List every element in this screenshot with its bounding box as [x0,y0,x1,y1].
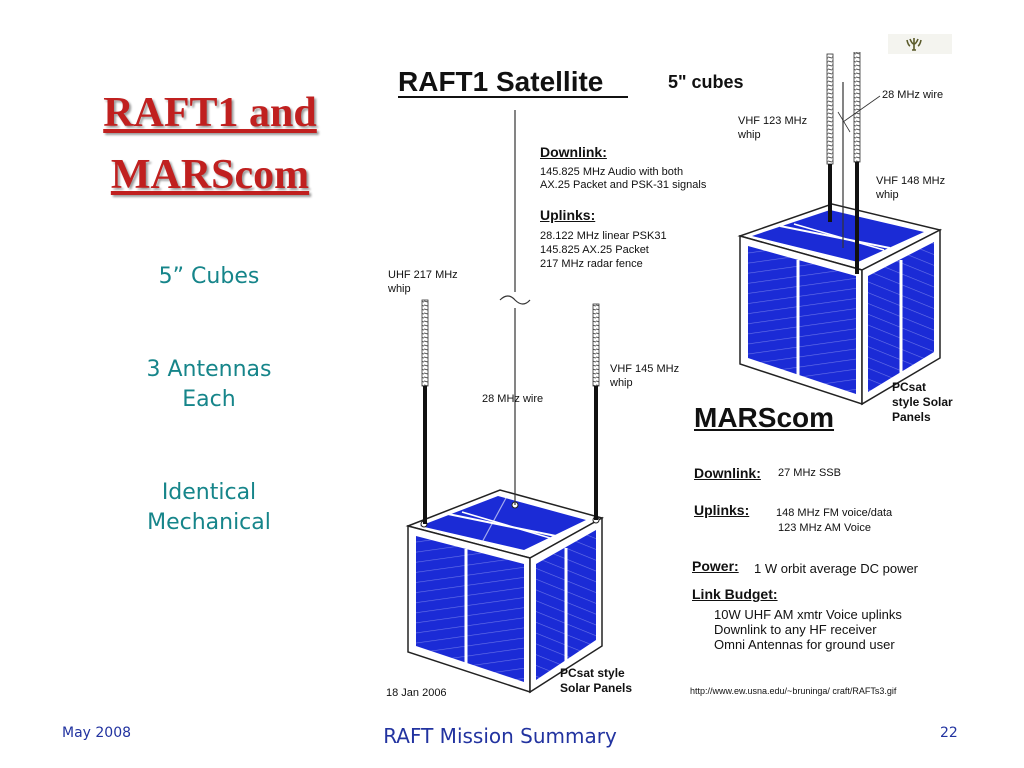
raft1-downlink-heading: Downlink: [540,144,607,160]
marscom-cube [737,203,943,406]
vhf148-label-line-2: whip [876,189,899,201]
cube-size-label: 5" cubes [668,72,744,92]
vhf123-label-line-1: VHF 123 MHz [738,115,808,127]
marscom-uplink-line-2: 123 MHz AM Voice [778,522,871,534]
source-url: http://www.ew.usna.edu/~bruninga/ craft/… [690,686,897,696]
marscom-downlink-heading: Downlink: [694,465,761,481]
bullet-antennas: 3 Antennas Each [80,355,338,415]
bullet-cubes: 5” Cubes [158,264,260,289]
slide-title: RAFT1 and MARScom [40,82,380,206]
vhf123-whip-coil [826,53,834,165]
vhf123-label: VHF 123 MHz whip [738,114,807,142]
satellite-drawing [398,52,943,694]
raft1-solar-label-line-1: PCsat style [560,666,625,680]
trident-icon [906,38,922,51]
vhf148-label: VHF 148 MHz whip [876,174,945,202]
marscom-uplinks-heading: Uplinks: [694,502,750,518]
raft1-downlink-line-1: 145.825 MHz Audio with both [540,166,684,178]
power-heading: Power: [692,558,739,574]
footer-date: May 2008 [62,725,132,741]
uhf-label-line-1: UHF 217 MHz [388,269,458,281]
raft1-uplink-line-1: 28.122 MHz linear PSK31 [540,230,667,242]
raft1-uplink-line-3: 217 MHz radar fence [540,258,643,270]
raft1-solar-label: PCsat style Solar Panels [560,666,632,696]
marscom-solar-label-line-3: Panels [892,410,931,424]
link-budget-heading: Link Budget: [692,586,778,602]
raft1-cube [405,489,604,694]
vhf148-whip-coil [853,52,861,163]
raft1-solar-label-line-2: Solar Panels [560,681,633,695]
uhf-whip-coil [421,299,429,387]
bullet-identical-line-2: Mechanical [147,510,271,535]
power-value: 1 W orbit average DC power [754,561,919,576]
bullet-antennas-line-1: 3 Antennas [146,357,272,382]
figure-date: 18 Jan 2006 [386,687,447,699]
link-budget-line-3: Omni Antennas for ground user [714,637,895,652]
wire-break-mark [499,295,531,305]
marscom-solar-label-line-2: style Solar [892,395,953,409]
bullet-identical: Identical Mechanical [80,478,338,538]
marscom-uplink-line-1: 148 MHz FM voice/data [776,507,893,519]
uhf-label-line-2: whip [388,283,411,295]
bullet-antennas-line-2: Each [182,387,236,412]
marscom-downlink-value: 27 MHz SSB [778,467,841,479]
link-budget-line-1: 10W UHF AM xmtr Voice uplinks [714,607,902,622]
raft1-uplink-line-2: 145.825 AX.25 Packet [540,244,649,256]
page-number: 22 [940,725,958,741]
raft1-wire-label: 28 MHz wire [482,393,544,405]
bullet-identical-line-1: Identical [161,480,257,505]
marscom-title: MARScom [694,402,835,433]
crest-logo [888,34,952,54]
vhf145-label-line-2: whip [610,377,633,389]
wire-label-leader [842,95,881,123]
marscom-solar-label: PCsat style Solar Panels [892,380,953,425]
slide-title-line-2: MARScom [110,152,310,198]
vhf145-label: VHF 145 MHz whip [610,362,679,390]
satellite-figure: RAFT1 Satellite 5" cubes Downlink: 145.8… [380,52,980,710]
marscom-solar-label-line-1: PCsat [892,380,927,394]
raft1-title: RAFT1 Satellite [398,66,604,97]
slide-title-line-1: RAFT1 and [103,90,317,136]
footer-title: RAFT Mission Summary [383,724,617,748]
vhf145-whip-coil [592,303,600,387]
raft1-downlink-line-2: AX.25 Packet and PSK-31 signals [540,179,707,191]
vhf145-label-line-1: VHF 145 MHz [610,363,680,375]
vhf123-label-line-2: whip [738,129,761,141]
uhf-label: UHF 217 MHz whip [388,268,458,296]
vhf148-label-line-1: VHF 148 MHz [876,175,946,187]
marscom-wire-label: 28 MHz wire [882,89,944,101]
raft1-uplinks-heading: Uplinks: [540,207,596,223]
link-budget-line-2: Downlink to any HF receiver [714,622,877,637]
